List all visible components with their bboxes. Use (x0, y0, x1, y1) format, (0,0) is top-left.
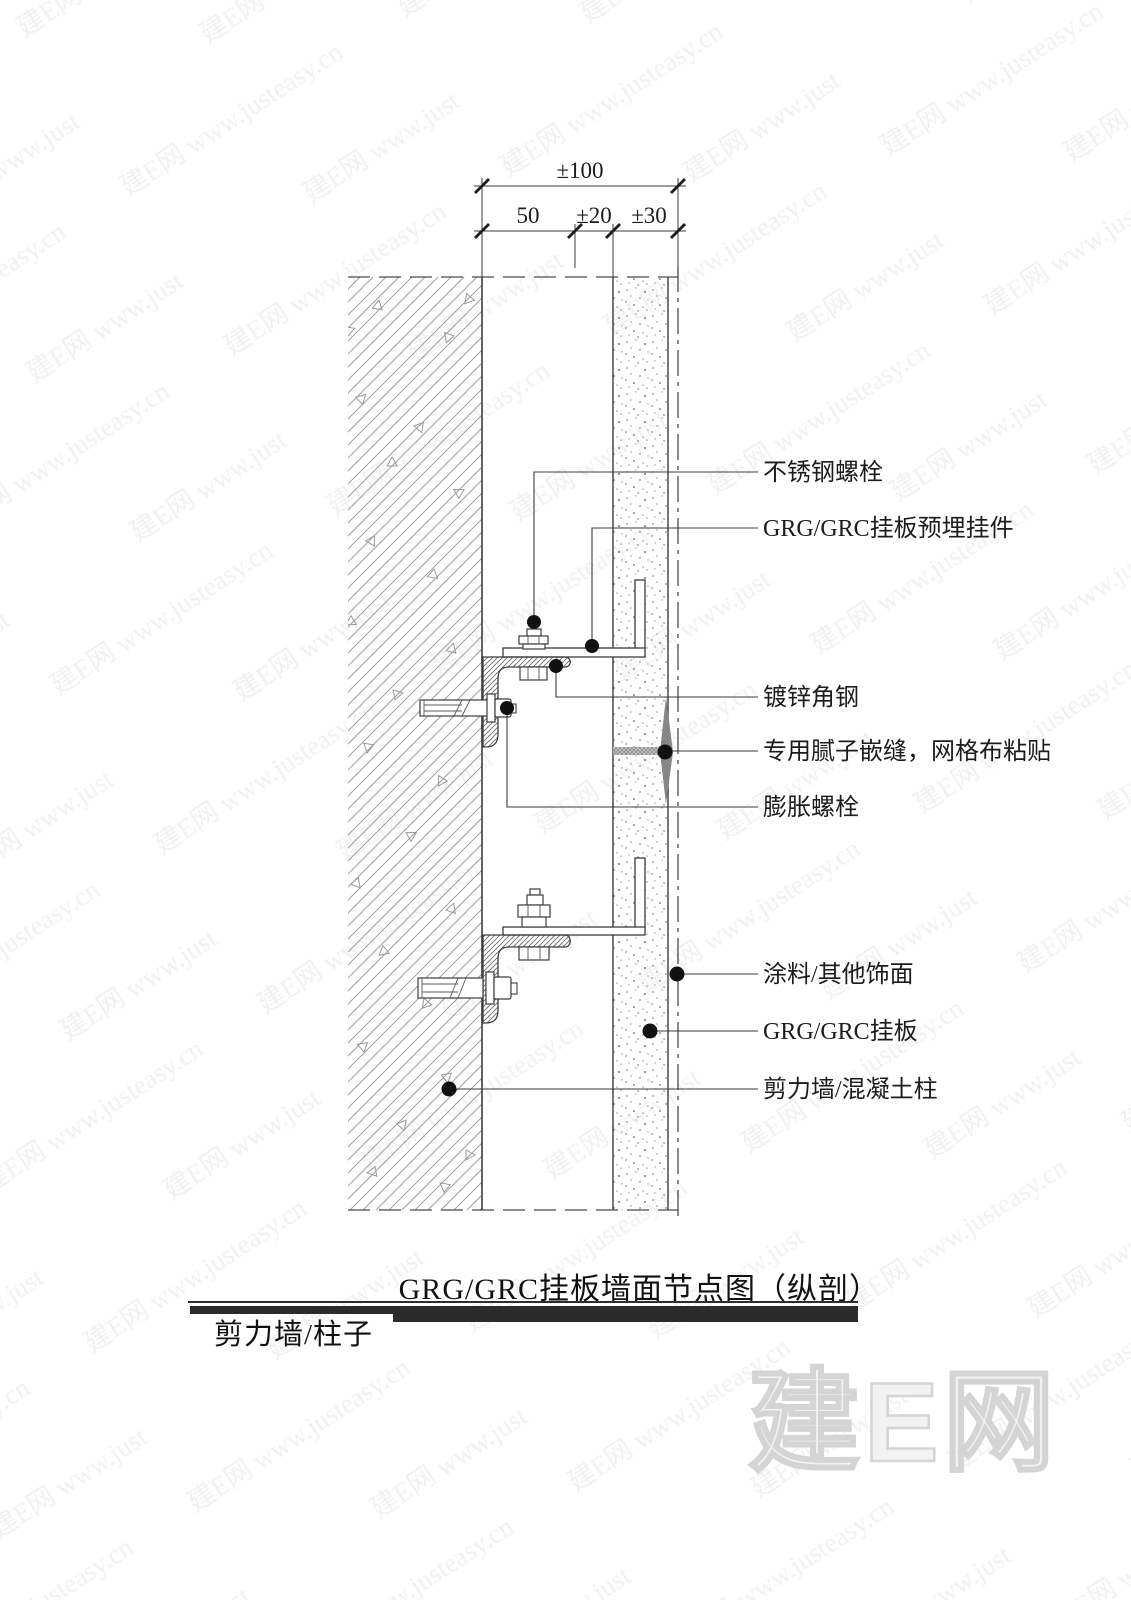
dim-cavity: 50 (517, 203, 540, 228)
embedded-hanger-leg (634, 857, 646, 929)
justeasy-logo-watermark: 建E网 (747, 1359, 1059, 1487)
dim-overall: ±100 (556, 158, 603, 183)
embedded-hanger-leg (634, 579, 646, 651)
callout-expansion-bolt: 膨胀螺栓 (763, 794, 859, 821)
callout-putty-mesh: 专用腻子嵌缝，网格布粘贴 (763, 738, 1051, 765)
drawing-title: GRG/GRC挂板墙面节点图（纵剖） (398, 1273, 880, 1306)
dimension-ticks (474, 178, 686, 239)
drawing-subtitle: 剪力墙/柱子 (214, 1319, 374, 1351)
expansion-bolt-upper (419, 693, 517, 723)
concrete-wall (348, 277, 482, 1210)
leader-lines (449, 471, 758, 1090)
lower-bracket (417, 857, 646, 1024)
callout-shear-wall: 剪力墙/混凝土柱 (763, 1076, 938, 1103)
callout-labels: 不锈钢螺栓 GRG/GRC挂板预埋挂件 镀锌角钢 专用腻子嵌缝，网格布粘贴 膨胀… (763, 459, 1051, 1103)
leader-dots (441, 615, 685, 1097)
concrete-aggregate-triangles (348, 292, 477, 1194)
grc-panel (612, 277, 669, 1210)
hanger-plate (502, 926, 646, 936)
bolt-nuts (518, 628, 549, 681)
bolt-nuts (517, 888, 551, 961)
title-rule-bar-lower (393, 1314, 858, 1322)
angle-steel (482, 934, 571, 1024)
section-boundaries (348, 266, 679, 1218)
title-rule-bar-upper (190, 1306, 858, 1314)
dimensions: ±100 50 ±20 ±30 (474, 158, 686, 277)
callout-galvanized-angle: 镀锌角钢 (763, 684, 859, 711)
callout-grc-panel: GRG/GRC挂板 (763, 1018, 918, 1045)
dim-gap: ±20 (576, 203, 612, 228)
callout-coating-finish: 涂料/其他饰面 (763, 961, 914, 988)
expansion-bolt-lower (417, 971, 518, 1005)
callout-embed-hanger: GRG/GRC挂板预埋挂件 (763, 515, 1014, 542)
hanger-plate (502, 647, 646, 658)
callout-stainless-bolt: 不锈钢螺栓 (763, 459, 883, 486)
title-rule-thin (188, 1301, 858, 1303)
dim-panel: ±30 (631, 203, 667, 228)
